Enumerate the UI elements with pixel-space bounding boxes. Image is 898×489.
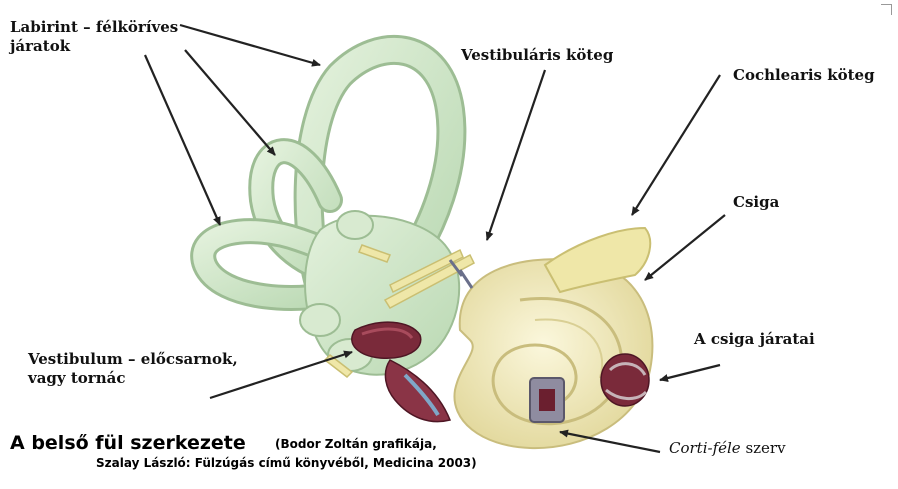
cochlear-nerve xyxy=(545,228,650,292)
label-csiga-jaratai: A csiga járatai xyxy=(694,330,815,349)
arrow-vestibularis xyxy=(487,70,545,240)
label-labirint: Labirint – félköríves járatok xyxy=(10,18,200,56)
label-csiga: Csiga xyxy=(733,193,779,212)
label-vestibulum: Vestibulum – előcsarnok, vagy tornác xyxy=(28,350,248,388)
arrow-csiga-jaratai xyxy=(660,365,720,380)
arrow-cochlearis xyxy=(632,75,720,215)
label-corti-italic: Corti-féle xyxy=(669,439,741,457)
caption-title: A belső fül szerkezete xyxy=(10,432,246,454)
label-cochlearis-koteg: Cochlearis köteg xyxy=(733,66,875,85)
arrow-labirint-1 xyxy=(180,25,320,65)
label-corti-rest: szerv xyxy=(741,439,786,457)
arrow-labirint-2 xyxy=(185,50,275,155)
label-corti: Corti-féle szerv xyxy=(669,439,786,457)
caption-source-line1: (Bodor Zoltán grafikája, xyxy=(275,437,437,451)
caption-source-line2: Szalay László: Fülzúgás című könyvéből, … xyxy=(96,456,477,470)
label-vestibularis-koteg: Vestibuláris köteg xyxy=(461,46,613,65)
arrow-labirint-3 xyxy=(145,55,220,225)
arrow-csiga xyxy=(645,215,725,280)
